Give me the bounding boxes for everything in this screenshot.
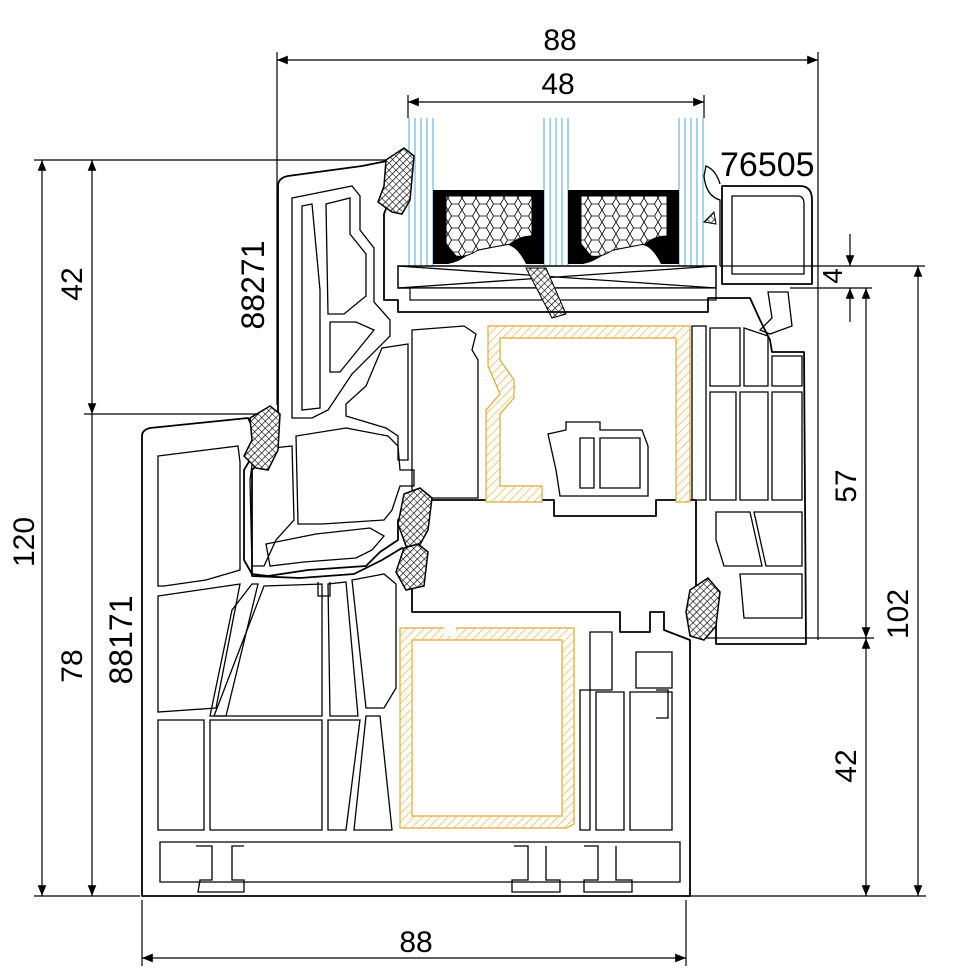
sash-outer-gasket (377, 147, 415, 215)
glass-pane-outer (408, 118, 434, 266)
dim-top-width: 88 (543, 24, 576, 57)
dim-right-frame: 42 (830, 749, 863, 782)
sash-steel-reinforcement (485, 325, 691, 503)
dimension-lines (34, 52, 926, 966)
dim-right-sash: 57 (830, 469, 863, 502)
glazing-spacer-left (433, 190, 544, 264)
frame-outer-gasket (243, 405, 281, 471)
glass-pane-inner (678, 118, 704, 266)
sash-profile (243, 159, 807, 645)
dim-left-frame: 78 (56, 649, 89, 682)
dim-bottom-width: 88 (399, 926, 432, 959)
labels: 88 48 76505 88271 88171 120 42 78 4 57 1… (8, 24, 915, 959)
dim-left-total: 120 (8, 517, 41, 567)
sash-inner-gasket (685, 577, 721, 641)
dim-right-total: 102 (882, 589, 915, 639)
label-glazing-bead-code: 76505 (720, 146, 815, 184)
frame-steel-reinforcement (399, 626, 575, 829)
glass-pane-middle (543, 118, 569, 266)
dim-right-rebate: 4 (817, 268, 848, 284)
frame-profile (141, 417, 691, 897)
center-gasket-lower (395, 543, 429, 591)
glazing-spacer-right (568, 190, 679, 264)
gaskets (243, 147, 721, 641)
dim-glazing-width: 48 (541, 68, 574, 101)
glazing-block (397, 265, 717, 319)
center-gasket-upper (397, 487, 433, 549)
label-frame-code: 88171 (103, 596, 139, 685)
glazing-bead (702, 165, 813, 335)
label-sash-code: 88271 (235, 241, 271, 330)
dim-left-sash: 42 (56, 267, 89, 300)
